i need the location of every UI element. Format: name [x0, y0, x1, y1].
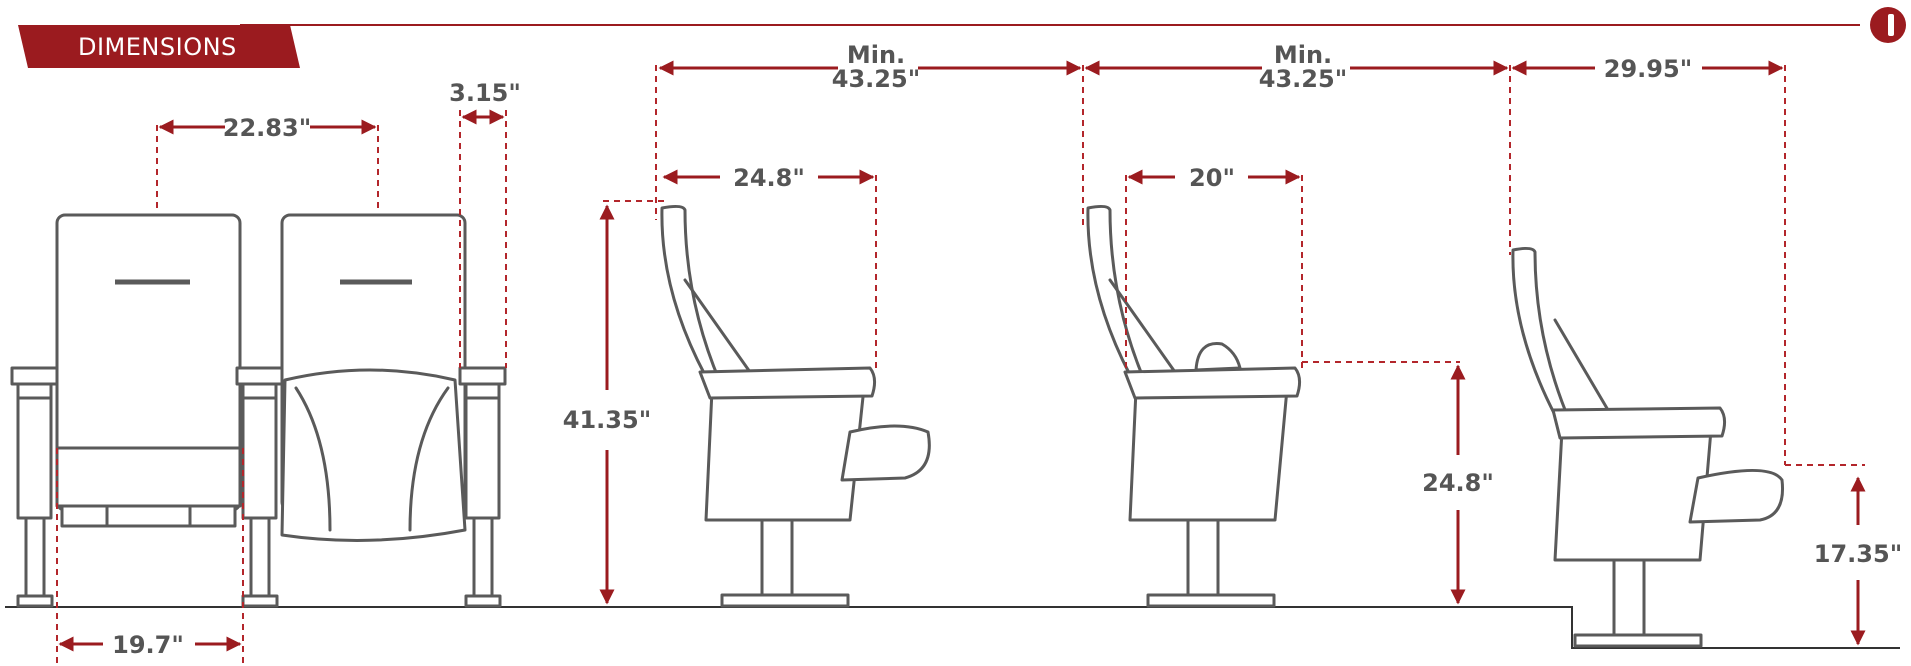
side1-backrest [660, 204, 722, 384]
front-chair-seat-left [55, 446, 242, 508]
dim-overall-height: 41.35" [563, 406, 651, 434]
dim-armrest-width: 3.15" [449, 79, 521, 107]
dim-folded-depth: 29.95" [1604, 55, 1692, 83]
dim-seat-height: 17.35" [1814, 540, 1902, 568]
side2-backrest [1086, 204, 1147, 384]
dim-seat-width: 19.7" [112, 631, 184, 659]
front-armrest-left [10, 366, 59, 608]
dimensions-tab [18, 25, 300, 68]
side2-tablet-knob [1194, 342, 1242, 372]
dim-open-depth: 24.8" [733, 164, 805, 192]
side-view-1: 41.35" 24.8" Min. 43.25" [563, 41, 1084, 608]
side3-armrest [1551, 406, 1727, 440]
side-view-2: 20" 24.8" Min. 43.25" [1084, 41, 1511, 608]
side1-seat-folded [840, 424, 931, 482]
front-chair-folded-seat [280, 368, 467, 542]
side2-base [1128, 376, 1290, 522]
header: DIMENSIONS [18, 7, 1906, 68]
dim-row-spacing-2-value: 43.25" [1259, 65, 1347, 93]
side1-foot [720, 593, 850, 608]
dim-row-spacing-2-label: Min. [1274, 41, 1332, 69]
side3-pedestal [1612, 558, 1646, 637]
front-armrest-right [458, 366, 507, 608]
side-view-3: 29.95" 17.35" [1511, 55, 1902, 648]
dim-row-spacing-1-label: Min. [847, 41, 905, 69]
dim-front-back-width: 22.83" [223, 114, 311, 142]
side2-foot [1146, 593, 1276, 608]
side3-base [1553, 416, 1714, 562]
side1-armrest [698, 366, 877, 400]
front-chair-seat-bottom-left [60, 504, 237, 528]
brand-logo-icon [1870, 7, 1906, 43]
front-view: 22.83" 3.15" 19.7" [10, 79, 521, 664]
side2-armrest [1123, 366, 1302, 400]
side1-pedestal [760, 518, 794, 597]
side1-base [704, 376, 867, 522]
front-armrest-middle [235, 366, 284, 608]
dim-tablet-depth: 20" [1189, 164, 1235, 192]
side3-backrest [1511, 246, 1572, 424]
dimensions-tab-label: DIMENSIONS [78, 33, 237, 61]
side3-seat [1688, 469, 1785, 524]
dim-row-spacing-1-value: 43.25" [832, 65, 920, 93]
side3-foot [1573, 633, 1703, 648]
dim-tablet-height: 24.8" [1422, 469, 1494, 497]
side2-pedestal [1186, 518, 1220, 597]
